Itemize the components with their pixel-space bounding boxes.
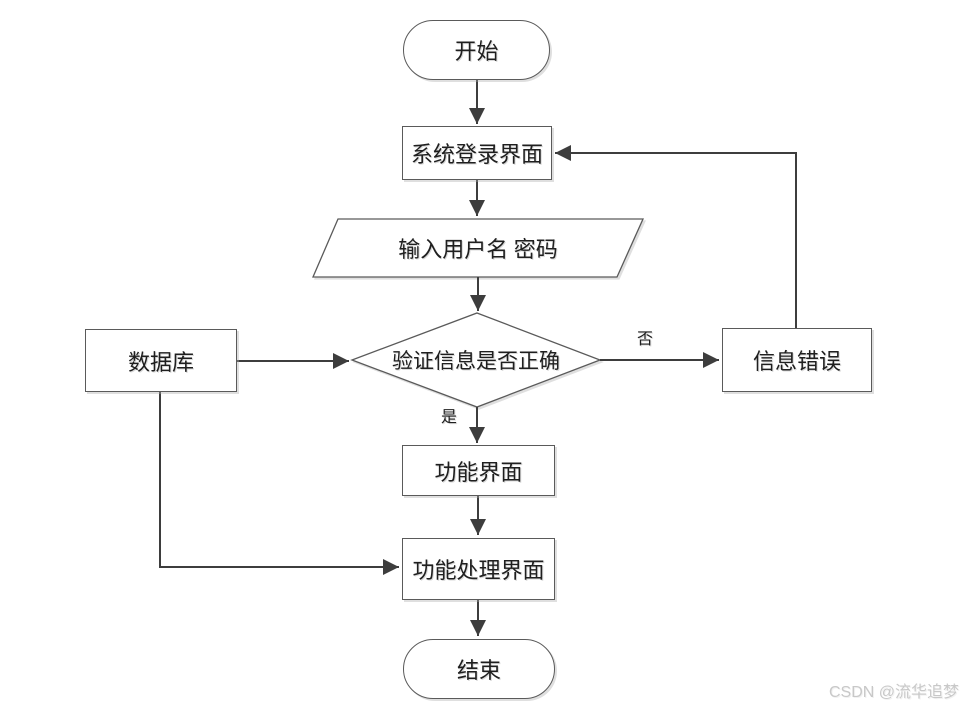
- edge-database-to-funcproc: [159, 392, 399, 575]
- node-error-label: 信息错误: [752, 349, 841, 374]
- node-funcproc-label: 功能处理界面: [412, 558, 545, 583]
- node-start: 开始: [403, 20, 550, 80]
- node-database-label: 数据库: [127, 349, 194, 375]
- edge-error-to-login-feedback: [555, 145, 797, 328]
- node-login: 系统登录界面: [402, 126, 552, 180]
- node-funcproc: 功能处理界面: [402, 538, 555, 600]
- node-end: 结束: [403, 639, 555, 699]
- edge-label-no: 否: [636, 331, 653, 348]
- node-login-label: 系统登录界面: [410, 142, 543, 167]
- node-start-label: 开始: [454, 39, 499, 64]
- node-error: 信息错误: [722, 328, 872, 392]
- csdn-watermark: CSDN @流华追梦: [828, 684, 959, 701]
- verify-diamond-shape: [350, 312, 602, 408]
- input-parallelogram-shape: [312, 218, 645, 278]
- node-database: 数据库: [85, 329, 237, 392]
- node-end-label: 结束: [456, 658, 501, 683]
- node-func-label: 功能界面: [434, 459, 523, 485]
- node-func: 功能界面: [402, 445, 555, 496]
- edge-label-yes: 是: [440, 409, 457, 426]
